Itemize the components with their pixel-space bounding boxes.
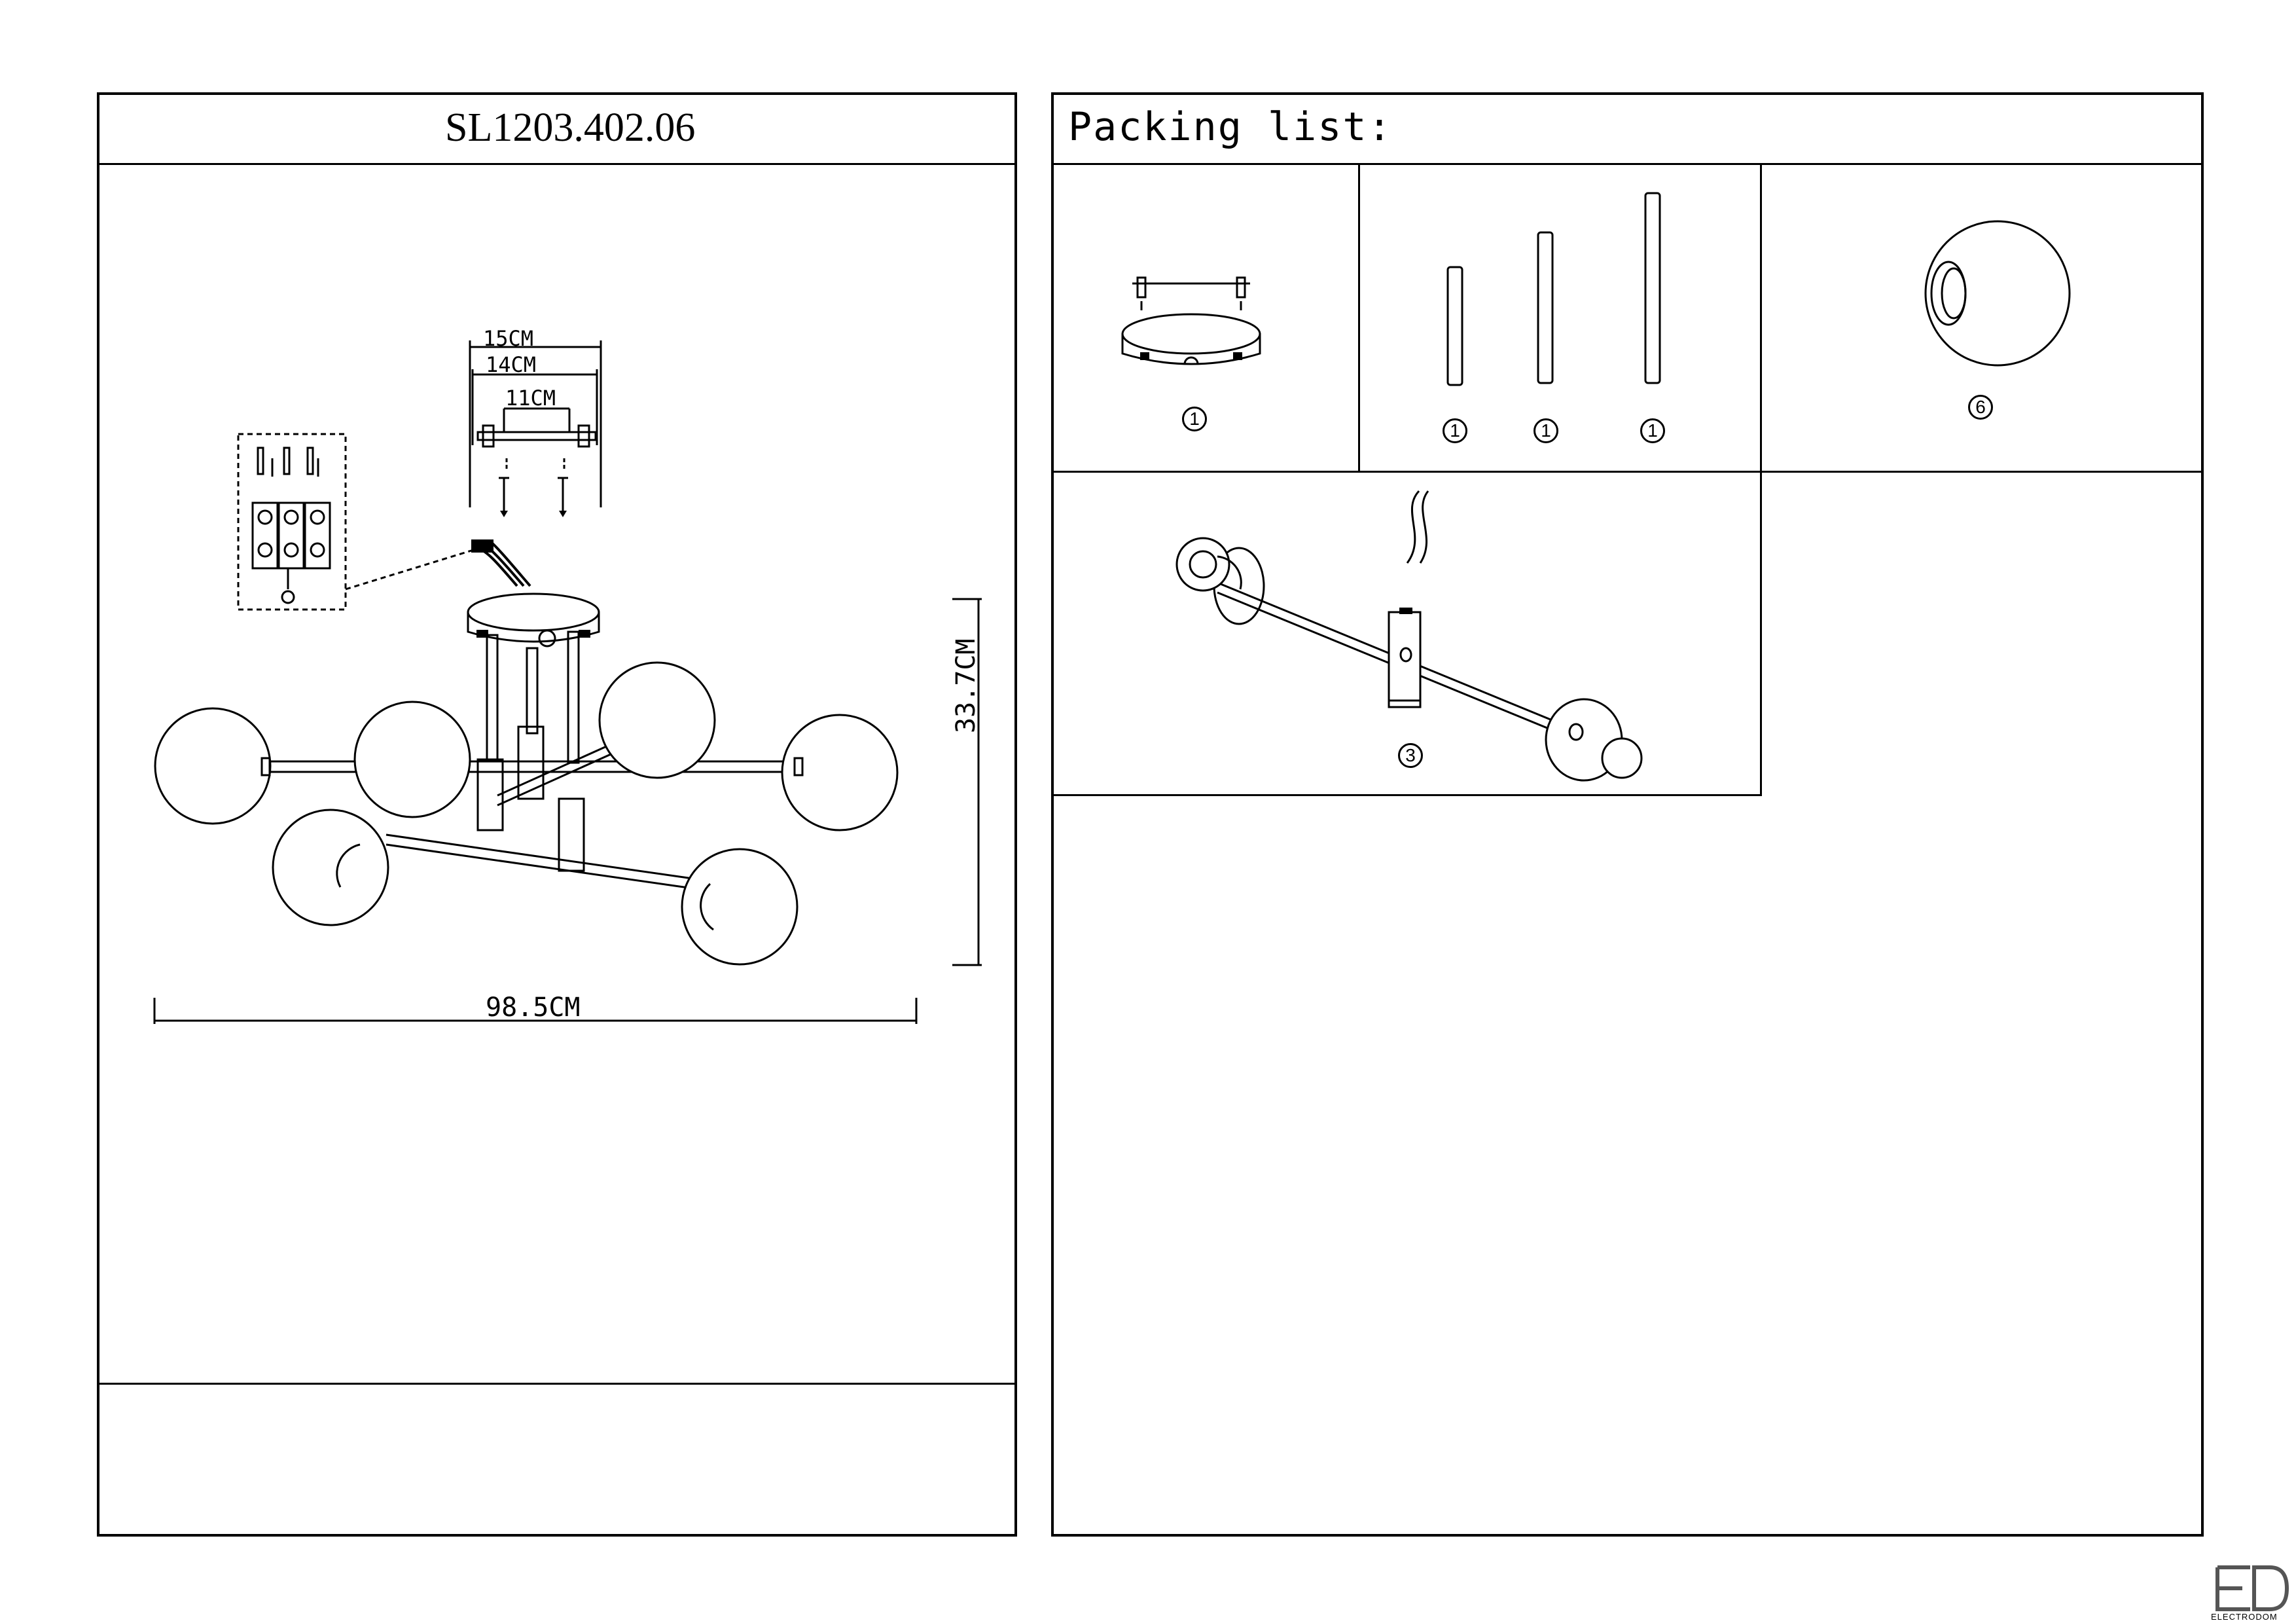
packing-row2-bottom [1051, 794, 1762, 796]
model-title: SL1203.402.06 [445, 105, 696, 150]
right-title-divider [1051, 163, 2204, 165]
packing-row-divider [1051, 471, 2204, 473]
packing-col-divider-1 [1358, 163, 1360, 471]
qty-badge-glass-shade: 6 [1968, 395, 1993, 420]
left-title-divider [97, 163, 1017, 165]
left-panel-frame [97, 92, 1017, 1537]
brand-logo-text: ELECTRODOM [2211, 1612, 2278, 1622]
right-panel-frame [1051, 92, 2204, 1537]
electrodom-logo-icon [2215, 1565, 2289, 1611]
dimension-canopy-outer: 15CM [483, 326, 534, 351]
dimension-canopy-mid: 14CM [486, 352, 537, 377]
packing-col-divider-2 [1760, 163, 1762, 795]
dimension-width: 98.5CM [486, 993, 581, 1023]
qty-badge-canopy: 1 [1182, 407, 1207, 431]
dimension-canopy-inner: 11CM [505, 386, 556, 410]
packing-list-title: Packing list: [1068, 104, 1393, 150]
qty-badge-arm-assembly: 3 [1398, 743, 1423, 768]
qty-badge-rod-short: 1 [1443, 418, 1467, 443]
qty-badge-rod-medium: 1 [1534, 418, 1558, 443]
qty-badge-rod-long: 1 [1640, 418, 1665, 443]
left-footer-divider [97, 1383, 1017, 1385]
